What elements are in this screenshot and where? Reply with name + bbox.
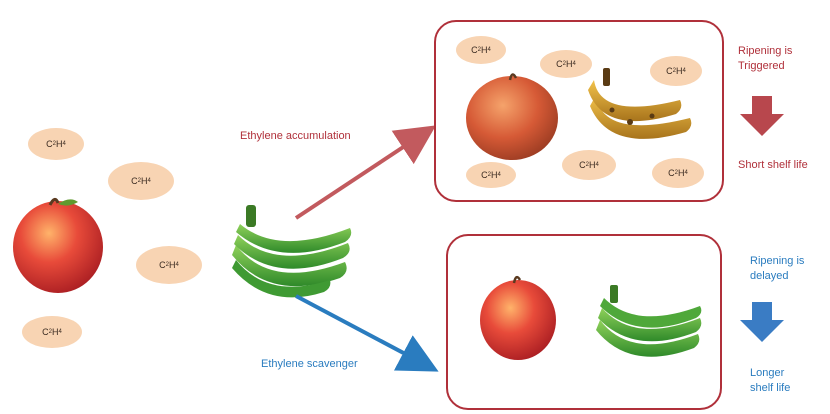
ripening-triggered-line2: Triggered bbox=[738, 60, 785, 72]
longer-shelf-life-text: Longer shelf life bbox=[750, 366, 790, 396]
short-shelf-life-text: Short shelf life bbox=[738, 159, 808, 171]
ripening-delayed-text: Ripening is delayed bbox=[750, 254, 804, 284]
ripening-delayed-line1: Ripening is bbox=[750, 255, 805, 267]
green-banana-icon bbox=[232, 205, 352, 298]
ethylene-accumulation-label: Ethylene accumulation bbox=[240, 130, 351, 142]
ripe-apple-icon bbox=[466, 73, 558, 160]
ripening-delayed-line2: delayed bbox=[750, 270, 789, 282]
molecule-h: H bbox=[56, 139, 63, 149]
ripening-triggered-line1: Ripening is bbox=[738, 45, 793, 57]
ethylene-scavenger-label: Ethylene scavenger bbox=[261, 358, 358, 370]
molecule-sub2: 4 bbox=[62, 141, 66, 147]
molecule-c: C bbox=[46, 139, 53, 149]
apple-left-icon bbox=[13, 198, 103, 293]
down-arrow-blue-icon bbox=[740, 302, 784, 342]
scavenger-arrow bbox=[295, 294, 439, 372]
longer-shelf-life-line2: shelf life bbox=[750, 382, 791, 394]
longer-shelf-life-line1: Longer bbox=[750, 367, 785, 379]
ripening-triggered-text: Ripening is Triggered bbox=[738, 44, 792, 74]
fresh-apple-icon bbox=[480, 275, 556, 360]
down-arrow-red-icon bbox=[740, 96, 784, 136]
molecule-sub1: 2 bbox=[52, 141, 56, 147]
ripe-banana-icon bbox=[588, 68, 692, 139]
accumulation-arrow bbox=[294, 125, 437, 220]
fresh-banana-icon bbox=[596, 285, 702, 357]
